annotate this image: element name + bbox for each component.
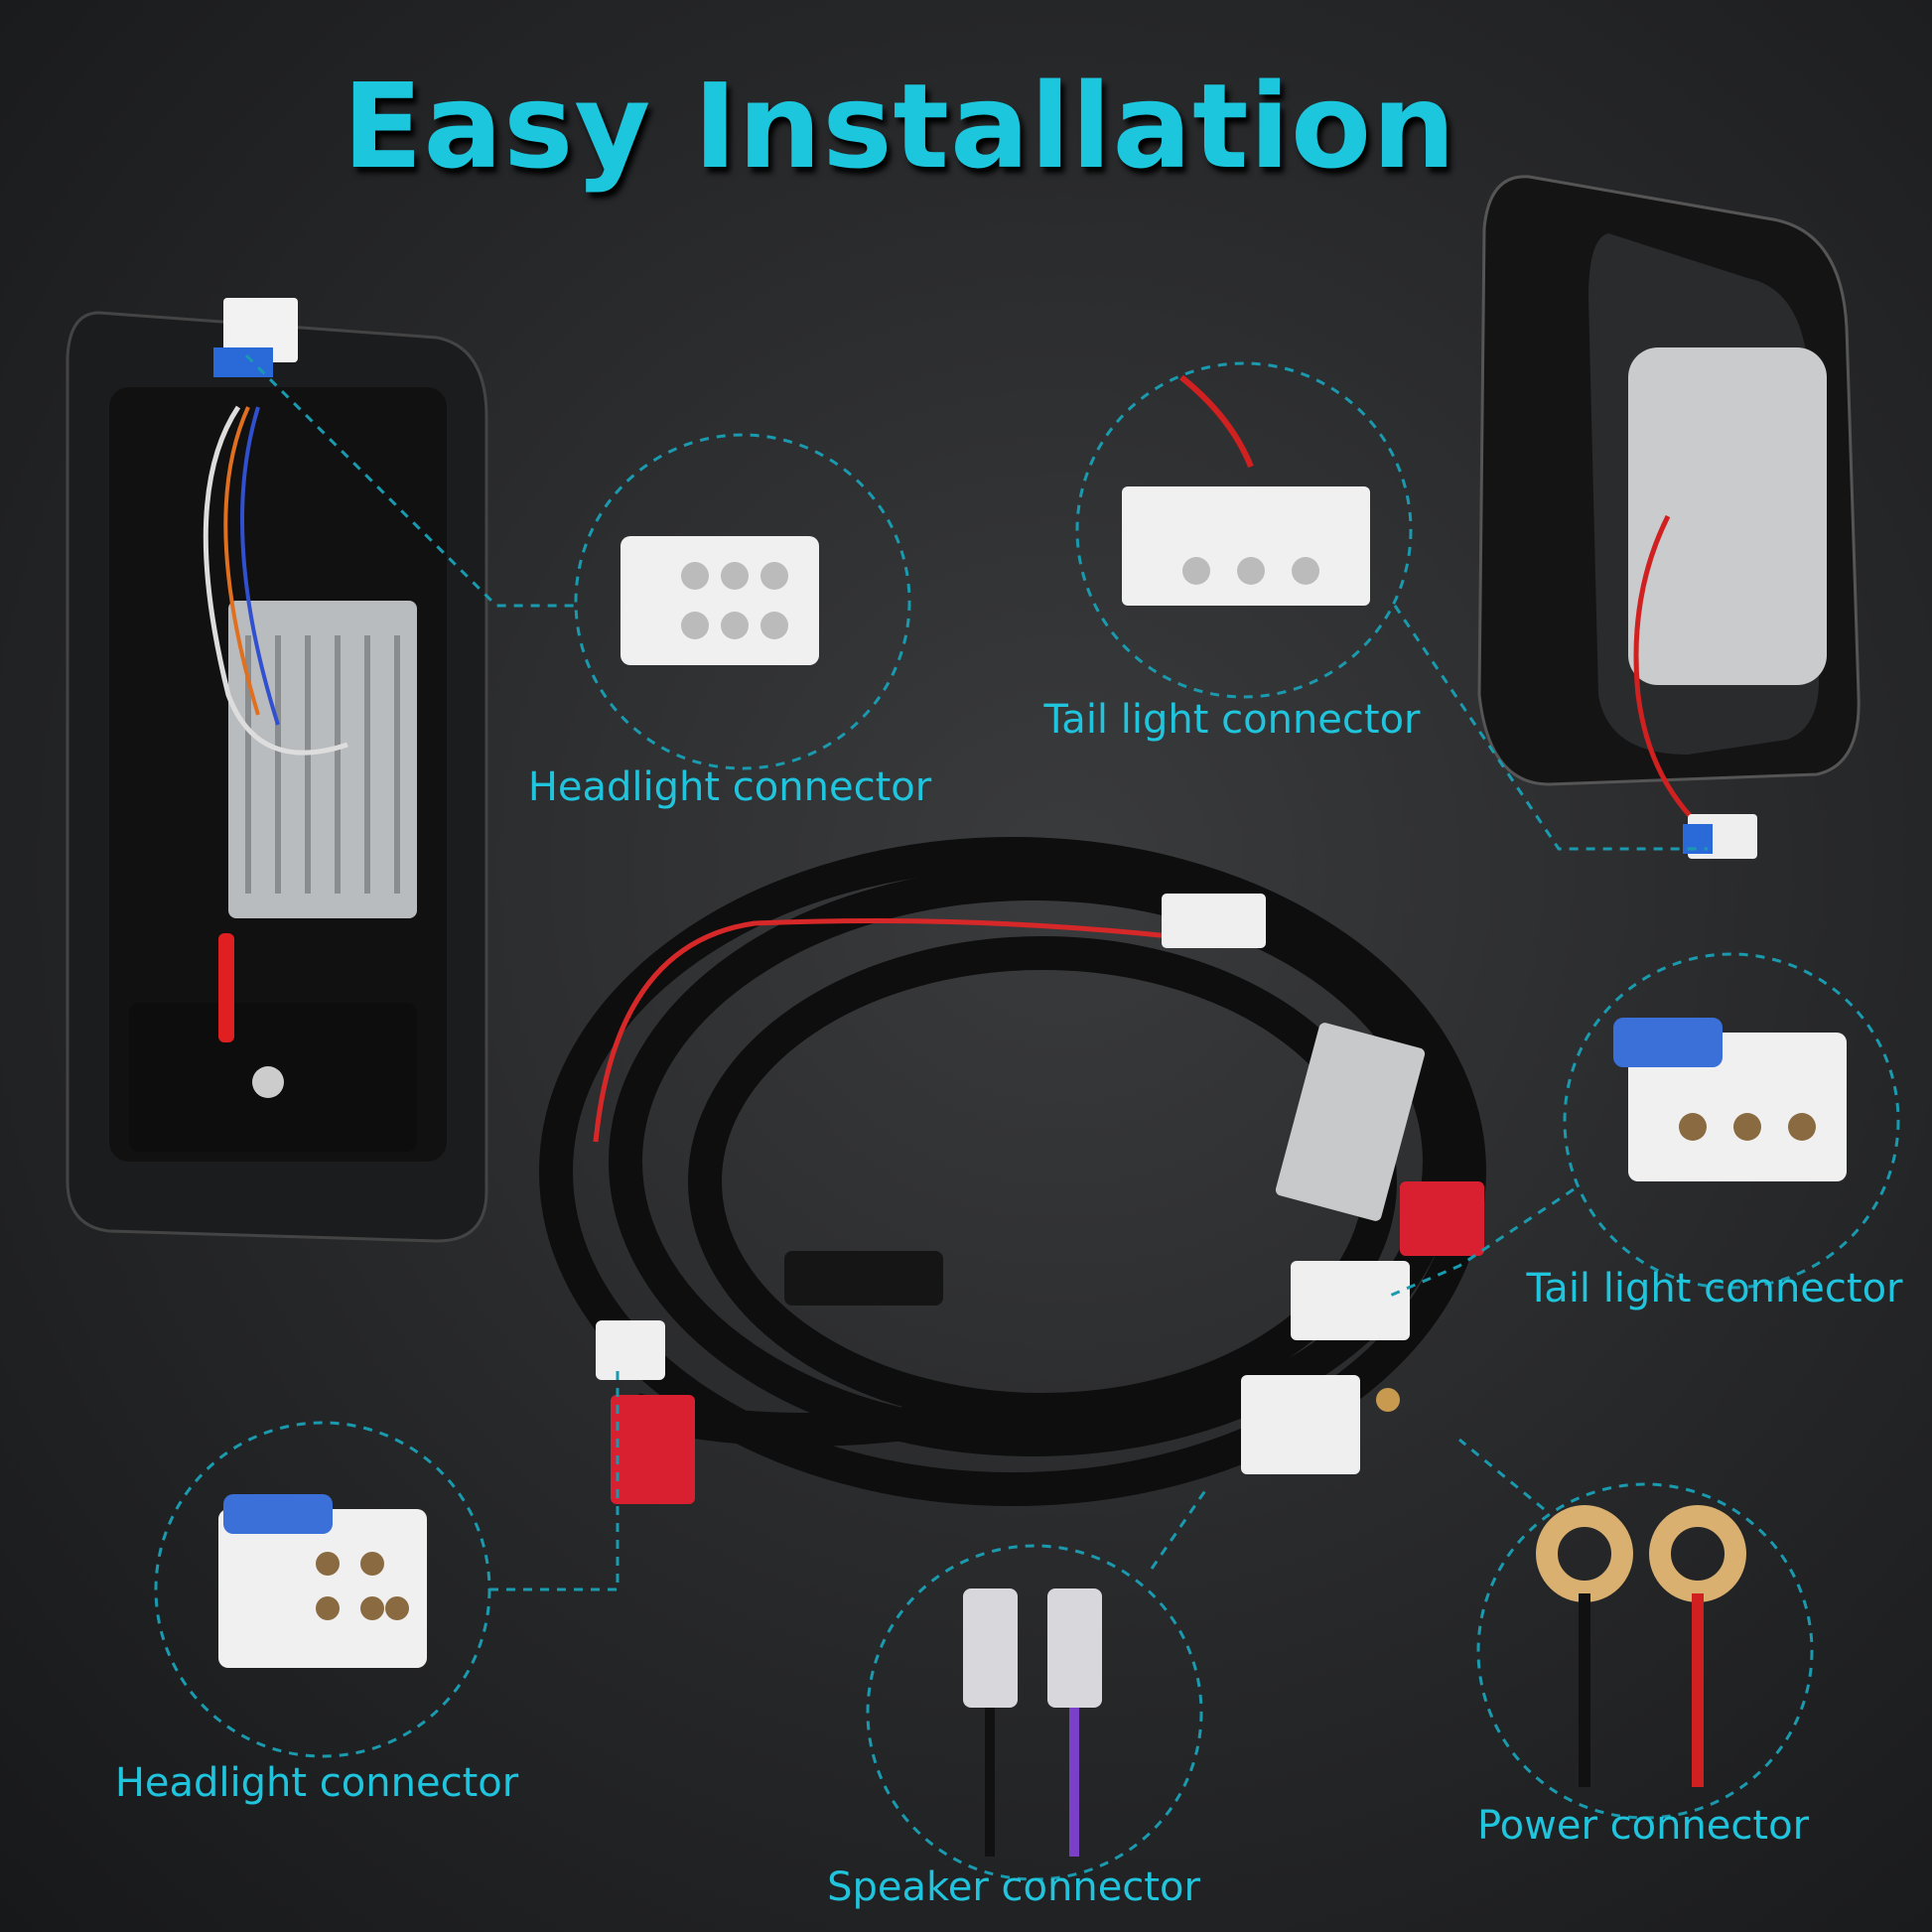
tail-light-connector-label: Tail light connector [1043, 697, 1421, 743]
harness-details [593, 894, 1484, 1504]
power-connector-label: Power connector [1476, 1803, 1810, 1849]
headlight-connector-label-2: Headlight connector [114, 1760, 519, 1806]
headlight-connector-label: Headlight connector [527, 764, 932, 810]
page-title: Easy Installation [342, 58, 1457, 195]
tail-connector-2-closeup [1613, 1018, 1847, 1181]
power-ring-terminals-closeup [1536, 1505, 1746, 1787]
headlight-connector-closeup [621, 536, 819, 665]
headlight-connector-2-closeup [218, 1494, 427, 1668]
callout-circles [154, 353, 1900, 1881]
speaker-terminals-closeup [963, 1588, 1102, 1857]
tail-light-connector-label-2: Tail light connector [1526, 1266, 1903, 1311]
tail-connector-closeup [1122, 374, 1370, 606]
tail-light-photo [1477, 175, 1861, 859]
headlight-assembly-photo [66, 298, 488, 1243]
speaker-connector-label: Speaker connector [827, 1864, 1200, 1910]
